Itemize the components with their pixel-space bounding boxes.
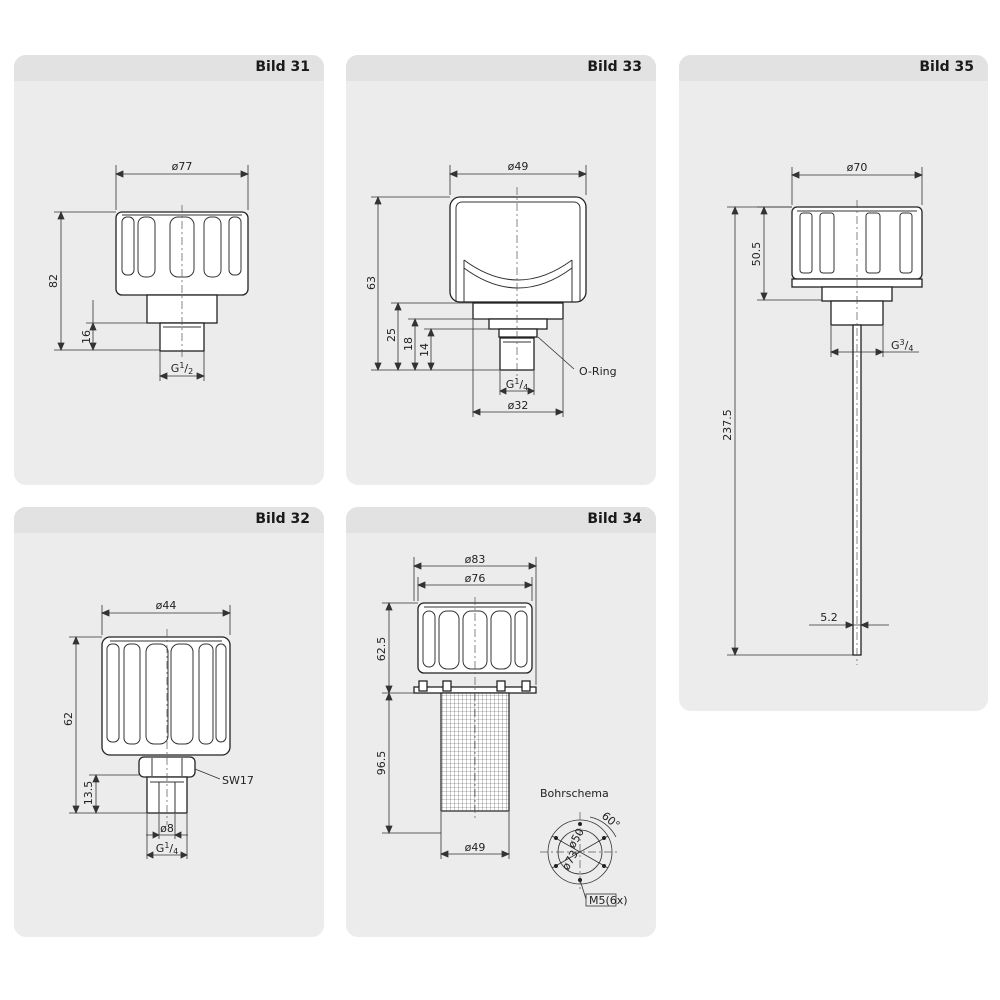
dim-bore: ø8 — [160, 822, 174, 835]
figure-title: Bild 31 — [255, 59, 310, 75]
dim-height: 82 — [47, 274, 60, 288]
thread-num: 1 — [179, 361, 184, 370]
panel-bild-31: Bild 31 ø77 82 16 — [14, 55, 324, 485]
dim-25: 25 — [385, 328, 398, 342]
oring-label: O-Ring — [579, 365, 617, 378]
dim-height: 63 — [365, 276, 378, 290]
panel-bild-32: Bild 32 ø44 62 — [14, 507, 324, 937]
drawing-bild-32: ø44 62 13.5 SW17 ø8 G1/4 — [62, 599, 254, 859]
bohrschema-diagram: Bohrschema 60° ø50 ø73 M5(6x) — [540, 787, 628, 907]
panel-header: Bild 33 — [346, 55, 656, 81]
thread-den: 4 — [173, 847, 178, 856]
drawing-bild-31: ø77 82 16 G1/2 — [47, 160, 250, 381]
scheme-angle: 60° — [599, 809, 622, 831]
dim-diameter: ø49 — [508, 160, 529, 173]
scheme-title: Bohrschema — [540, 787, 609, 800]
dimensions: ø83 ø76 62.5 96.5 ø49 — [375, 553, 538, 859]
figure-title: Bild 35 — [919, 59, 974, 75]
dim-diameter: ø70 — [847, 161, 868, 174]
scheme-pcd-1: ø50 — [565, 826, 587, 850]
panel-bild-35: Bild 35 ø70 50.5 237.5 — [679, 55, 988, 711]
filler-cap-drawing — [101, 629, 231, 825]
dim-18: 18 — [402, 337, 415, 351]
figure-title: Bild 32 — [255, 511, 310, 527]
panel-bild-33: Bild 33 ø49 63 — [346, 55, 656, 485]
thread-den: 4 — [908, 344, 913, 353]
panel-bild-34: Bild 34 ø83 — [346, 507, 656, 937]
dim-diameter: ø77 — [172, 160, 193, 173]
thread-main: G — [171, 362, 180, 375]
breather-filter-drawing — [413, 597, 537, 819]
dim-rod-diameter: 5.2 — [820, 611, 838, 624]
dimensions: ø49 63 25 18 14 G1/4 ø32 — [365, 160, 617, 417]
dim-thread: G3/4 — [891, 338, 913, 353]
dim-bottom-diameter: ø49 — [465, 841, 486, 854]
filler-cap-drawing — [449, 187, 587, 380]
dimensions: ø77 82 16 G1/2 — [47, 160, 250, 381]
thread-den: 2 — [188, 367, 193, 376]
dim-diameter: ø44 — [156, 599, 177, 612]
dipstick-cap-drawing — [791, 200, 923, 665]
dim-14: 14 — [418, 343, 431, 357]
dim-thread: G1/2 — [171, 361, 193, 376]
thread-num: 3 — [900, 338, 905, 347]
panel-header: Bild 31 — [14, 55, 324, 81]
figure-title: Bild 34 — [587, 511, 642, 527]
dim-76: ø76 — [465, 572, 486, 585]
panel-header: Bild 32 — [14, 507, 324, 533]
filler-cap-drawing — [115, 205, 249, 360]
drawing-bild-35: ø70 50.5 237.5 G3/4 5.2 — [721, 161, 924, 665]
wrench-size-label: SW17 — [222, 774, 254, 787]
dim-bottom-diameter: ø32 — [508, 399, 529, 412]
thread-main: G — [891, 339, 900, 352]
scheme-screw: M5(6x) — [589, 894, 628, 907]
dim-cap-height: 62.5 — [375, 637, 388, 662]
dim-thread: G1/4 — [156, 841, 178, 856]
drawing-bild-33: ø49 63 25 18 14 G1/4 ø32 — [365, 160, 617, 417]
thread-den: 4 — [523, 383, 528, 392]
dim-thread-length: 16 — [80, 330, 93, 344]
dimensions: ø70 50.5 237.5 G3/4 5.2 — [721, 161, 924, 657]
dim-length: 237.5 — [721, 409, 734, 441]
drawing-bild-34: ø83 ø76 62.5 96.5 ø49 Bohrschema — [375, 553, 628, 907]
thread-num: 1 — [514, 377, 519, 386]
dim-hex-height: 13.5 — [82, 781, 95, 806]
dim-83: ø83 — [465, 553, 486, 566]
dim-strainer-height: 96.5 — [375, 751, 388, 776]
dim-cap-height: 50.5 — [750, 242, 763, 267]
dim-thread: G1/4 — [506, 377, 528, 392]
panel-header: Bild 34 — [346, 507, 656, 533]
dim-height: 62 — [62, 712, 75, 726]
thread-main: G — [156, 842, 165, 855]
dimensions: ø44 62 13.5 SW17 ø8 G1/4 — [62, 599, 254, 859]
thread-main: G — [506, 378, 515, 391]
thread-num: 1 — [164, 841, 169, 850]
panel-header: Bild 35 — [679, 55, 988, 81]
figure-title: Bild 33 — [587, 59, 642, 75]
